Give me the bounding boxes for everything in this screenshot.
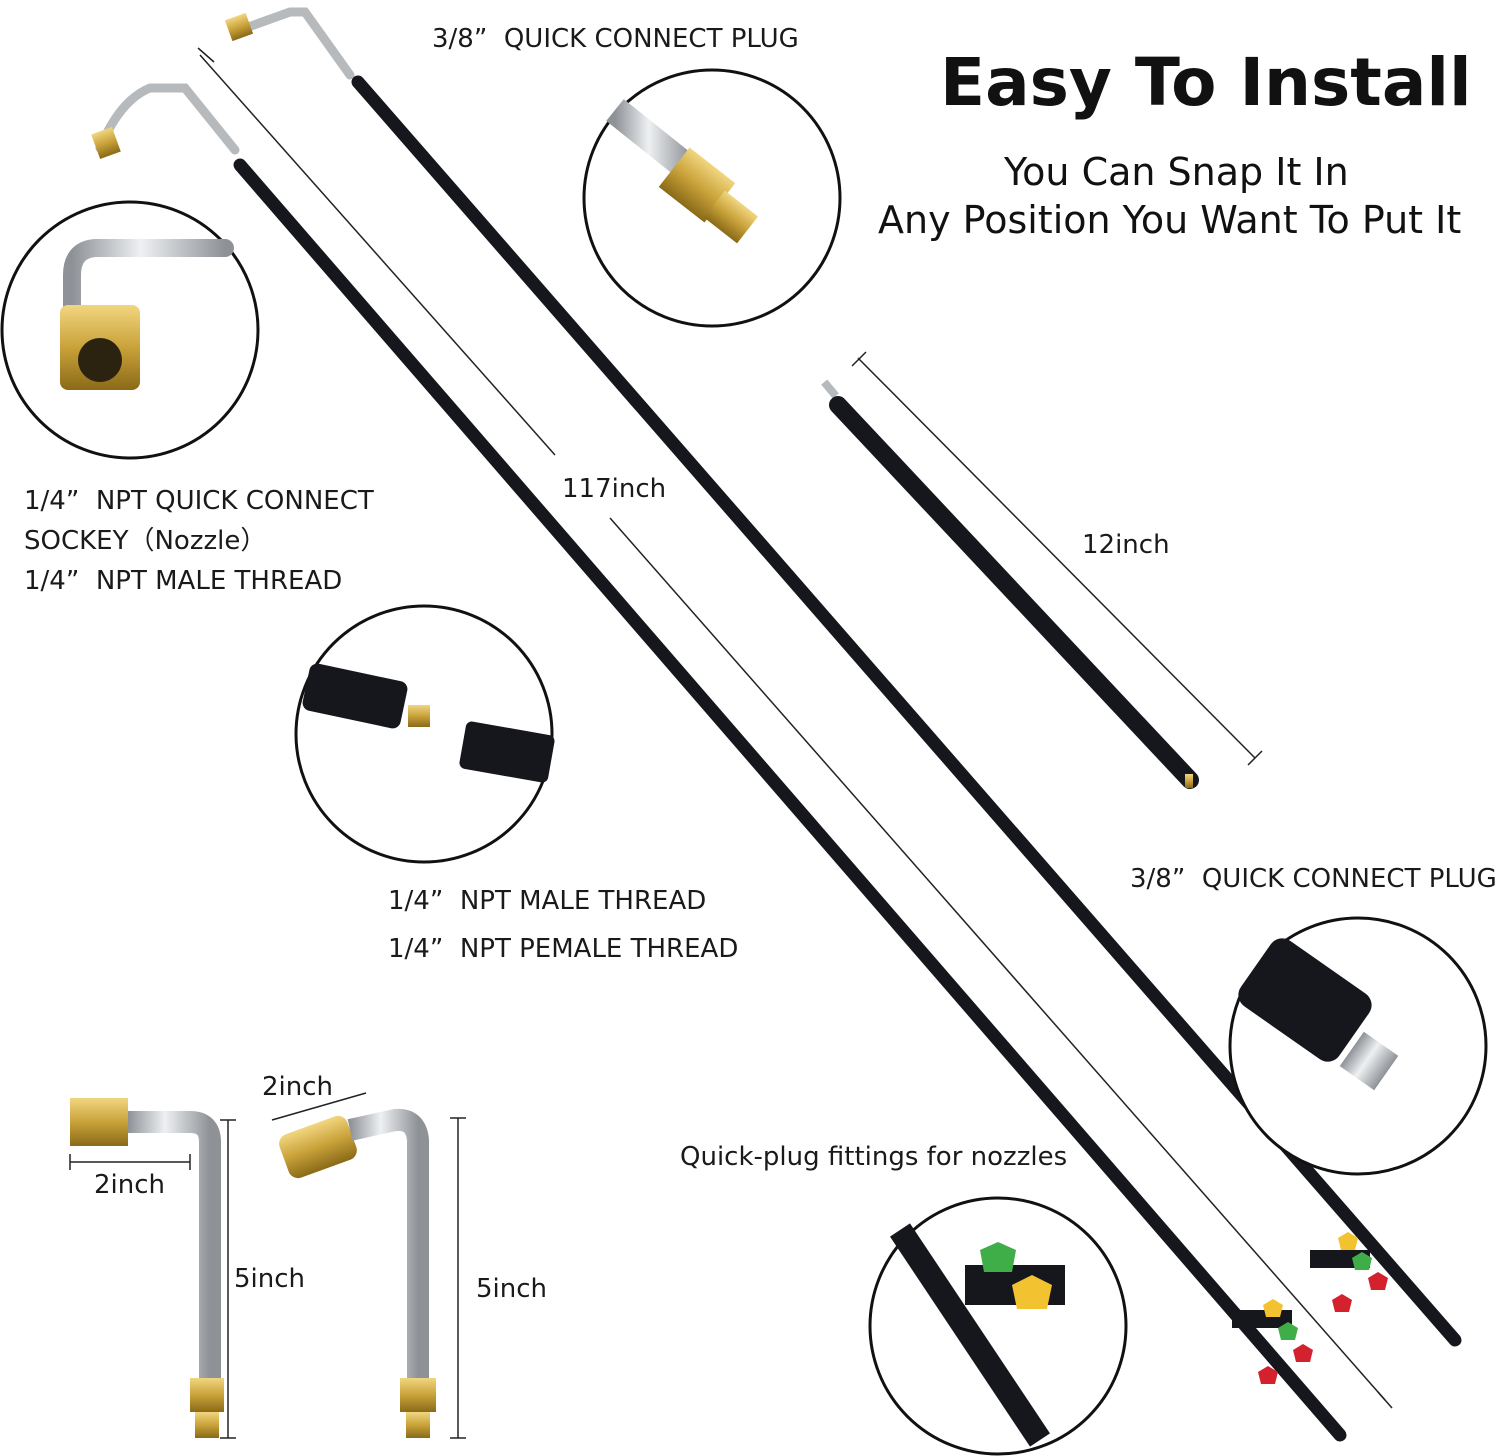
nozzle-yellow [1012, 1275, 1052, 1309]
dim-elbow2-width [271, 1092, 367, 1121]
label-socket-line1: 1/4” NPT QUICK CONNECT [24, 486, 374, 516]
callout-nozzles [868, 1196, 1128, 1456]
callout-thread-joint [294, 604, 555, 864]
dim-label-elbow1-width: 2inch [94, 1170, 166, 1200]
elbow2-brass-coupler [279, 1115, 357, 1179]
wand-right-steel-tip [235, 7, 355, 80]
elbow2-plug [406, 1412, 430, 1438]
elbow-adapter-2 [279, 1108, 436, 1438]
headline-title: Easy To Install [940, 44, 1472, 121]
dim-label-117: 117inch [562, 474, 667, 504]
nozzle-cluster-left [1232, 1299, 1313, 1384]
label-socket-line2: SOCKEY（Nozzle） [24, 526, 267, 556]
wand-left-shaft [233, 158, 1347, 1442]
short-wand-plug [821, 379, 839, 399]
dim-label-elbow1-height: 5inch [234, 1264, 306, 1294]
dim-label-elbow2-height: 5inch [476, 1274, 548, 1304]
callout-plug-top [582, 68, 842, 328]
label-male-thread-left: 1/4” NPT MALE THREAD [24, 566, 343, 596]
wand-left-steel-tip [95, 83, 240, 155]
label-plug-right: 3/8” QUICK CONNECT PLUG [1130, 864, 1497, 894]
dim-117-lower [609, 517, 1386, 1401]
wand-left-brass-socket [91, 127, 121, 159]
dim-117-cap-top [197, 47, 215, 63]
label-plug-top: 3/8” QUICK CONNECT PLUG [432, 24, 799, 54]
callout-socket [0, 200, 260, 460]
dim-label-elbow2-width: 2inch [262, 1072, 334, 1102]
nozzle-green [980, 1242, 1016, 1272]
dim-label-12: 12inch [1082, 530, 1170, 560]
elbow1-brass-coupler [70, 1098, 128, 1146]
dim-12-cap-top [851, 351, 867, 367]
elbow-adapter-1 [70, 1098, 224, 1438]
dim-12 [857, 357, 1256, 759]
long-wand-left [91, 83, 1347, 1442]
callout-plug-right [1228, 916, 1488, 1176]
nozzle-cluster-right [1310, 1232, 1388, 1312]
dim-117-upper [199, 54, 556, 456]
short-wand [821, 379, 1199, 789]
headline-subtitle-line1: You Can Snap It In [1004, 150, 1349, 194]
label-male-thread-mid: 1/4” NPT MALE THREAD [388, 886, 707, 916]
headline-subtitle-line2: Any Position You Want To Put It [878, 198, 1462, 242]
dimension-lines [69, 47, 1393, 1439]
male-thread-brass [408, 705, 430, 727]
short-wand-thread [1185, 774, 1193, 788]
label-female-thread-mid: 1/4” NPT PEMALE THREAD [388, 934, 739, 964]
elbow1-plug [195, 1412, 219, 1438]
dim-117-cap-bottom [1377, 1391, 1393, 1409]
dim-12-cap-bottom [1247, 750, 1263, 766]
wand-right-brass-socket [224, 12, 254, 42]
short-wand-shaft [829, 396, 1199, 789]
label-nozzle-fittings: Quick-plug fittings for nozzles [680, 1142, 1068, 1172]
